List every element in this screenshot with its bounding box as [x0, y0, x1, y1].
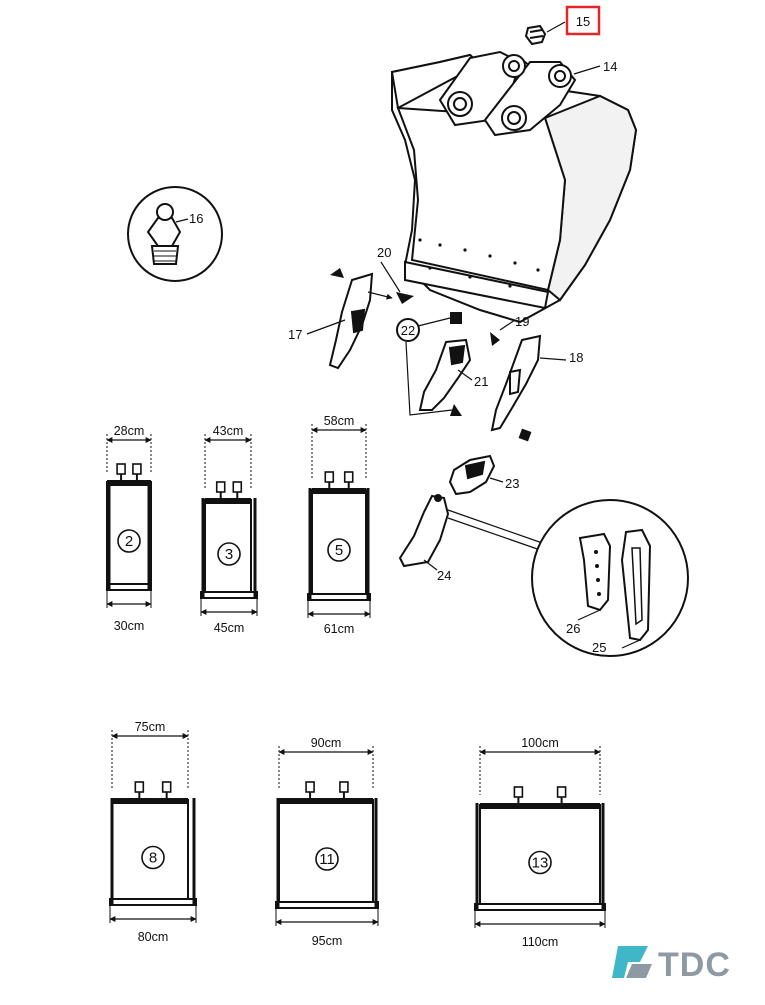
callout-15-highlight[interactable]	[565, 5, 601, 36]
callout-15: 15	[576, 14, 590, 29]
pin-20	[396, 292, 414, 304]
callout-16: 16	[189, 211, 203, 226]
top-width-label: 43cm	[213, 424, 244, 438]
top-width-label: 100cm	[521, 736, 559, 750]
tdc-logo-mark	[612, 946, 648, 978]
pin-marker-18	[518, 428, 532, 442]
bottom-width-label: 110cm	[522, 935, 559, 949]
bucket-view-5: 58cm 61cm 5	[307, 414, 371, 636]
callout-26: 26	[566, 621, 580, 636]
bucket-view-13: 100cm 110cm 13	[474, 736, 606, 949]
callout-14: 14	[603, 59, 617, 74]
lock-inset	[531, 499, 689, 657]
bucket-id-label: 8	[149, 850, 157, 867]
top-width-label: 75cm	[135, 720, 166, 734]
bucket-id-circle	[528, 850, 552, 875]
bottom-width-label: 45cm	[214, 621, 245, 635]
bucket-view-11: 90cm 95cm 11	[275, 736, 379, 948]
tdc-logo: TDC	[612, 946, 731, 984]
tdc-logo-text: TDC	[658, 946, 731, 984]
tooth-17	[328, 272, 374, 370]
callout-21: 21	[474, 374, 488, 389]
bucket-id-circle	[117, 529, 141, 553]
grease-nipple-inset	[127, 186, 223, 282]
pin-marker-21	[450, 312, 462, 324]
callout-23: 23	[505, 476, 519, 491]
tooth-23	[448, 454, 496, 496]
bottom-width-label: 61cm	[324, 622, 355, 636]
callout-19: 19	[515, 314, 529, 329]
bucket-id-label: 13	[532, 855, 549, 872]
wedge-marker-19	[490, 332, 500, 346]
callout-17: 17	[288, 327, 302, 342]
tooth-24	[398, 494, 450, 568]
bucket-view-2: 28cm 30cm 2	[106, 424, 152, 633]
bucket-id-circle	[217, 542, 241, 566]
callout-22-circle	[396, 318, 420, 342]
top-width-label: 90cm	[311, 736, 342, 750]
pin-marker-17	[330, 268, 344, 278]
main-bucket-drawing	[390, 24, 638, 324]
bucket-id-label: 5	[335, 542, 343, 559]
bucket-id-label: 3	[225, 546, 233, 563]
top-width-label: 28cm	[114, 424, 145, 438]
callout-22: 22	[401, 323, 415, 338]
bottom-width-label: 80cm	[138, 930, 169, 944]
callout-20: 20	[377, 245, 391, 260]
wedge-marker-21	[450, 404, 462, 416]
callout-24: 24	[437, 568, 451, 583]
bucket-view-3: 43cm 45cm 3	[200, 424, 258, 635]
adapter-18	[490, 334, 542, 432]
bucket-id-circle	[327, 538, 351, 562]
bucket-id-circle	[315, 847, 339, 871]
top-width-label: 58cm	[324, 414, 355, 428]
callout-18: 18	[569, 350, 583, 365]
bottom-width-label: 30cm	[114, 619, 145, 633]
callout-25: 25	[592, 640, 606, 655]
bucket-view-8: 75cm 80cm 8	[109, 720, 197, 944]
bucket-id-label: 2	[125, 533, 133, 550]
tooth-21	[418, 338, 472, 411]
bottom-width-label: 95cm	[312, 934, 343, 948]
bucket-id-circle	[141, 845, 165, 870]
bucket-id-label: 11	[319, 851, 335, 868]
